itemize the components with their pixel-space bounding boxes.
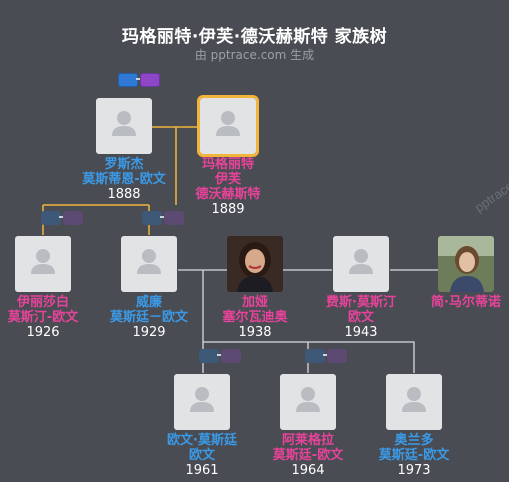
person-year: 1888 (107, 187, 141, 202)
expand-toggle-alacra-icon[interactable] (305, 349, 347, 363)
person-margaret[interactable]: 玛格丽特伊芙德沃赫斯特 1889 (173, 95, 283, 217)
person-silhouette-icon (15, 236, 71, 292)
person-name: 威廉莫斯廷－欧文 (109, 295, 188, 325)
person-jane[interactable]: 简·马尔蒂诺 (411, 236, 509, 310)
person-year: 1938 (238, 325, 272, 340)
person-name: 罗斯杰莫斯蒂恩-欧文 (82, 157, 166, 187)
person-silhouette-icon (386, 374, 442, 430)
person-orlando[interactable]: 奥兰多莫斯廷-欧文 1973 (359, 374, 469, 478)
person-silhouette-icon (280, 374, 336, 430)
person-silhouette-icon (197, 95, 259, 157)
person-gaya[interactable]: 加娅塞尔瓦迪奥 1938 (200, 236, 310, 340)
person-silhouette-icon (121, 236, 177, 292)
page-title: 玛格丽特·伊芙·德沃赫斯特 家族树 (121, 27, 388, 47)
person-silhouette-icon (96, 98, 152, 154)
expand-toggle-william-icon[interactable] (142, 211, 184, 225)
person-name: 费斯·莫斯汀欧文 (326, 295, 396, 325)
person-alacra[interactable]: 阿莱格拉莫斯廷-欧文 1964 (253, 374, 363, 478)
person-year: 1964 (291, 463, 325, 478)
expand-toggle-elizabeth-icon[interactable] (41, 211, 83, 225)
person-fes[interactable]: 费斯·莫斯汀欧文 1943 (306, 236, 416, 340)
person-owen[interactable]: 欧文·莫斯廷欧文 1961 (147, 374, 257, 478)
person-year: 1943 (344, 325, 378, 340)
person-rosjie[interactable]: 罗斯杰莫斯蒂恩-欧文 1888 (69, 98, 179, 202)
person-year: 1929 (132, 325, 166, 340)
person-name: 伊丽莎白莫斯汀-欧文 (7, 295, 79, 325)
person-william[interactable]: 威廉莫斯廷－欧文 1929 (94, 236, 204, 340)
page-subtitle: 由 pptrace.com 生成 (194, 48, 315, 62)
portrait-photo (438, 236, 494, 292)
expand-toggle-owen-icon[interactable] (199, 349, 241, 363)
person-name: 阿莱格拉莫斯廷-欧文 (272, 433, 344, 463)
person-name: 奥兰多莫斯廷-欧文 (378, 433, 450, 463)
person-name: 玛格丽特伊芙德沃赫斯特 (195, 157, 261, 202)
connector-grandparents (42, 126, 200, 235)
person-year: 1926 (26, 325, 60, 340)
expand-toggle-rosjie-icon[interactable] (118, 73, 160, 87)
person-elizabeth[interactable]: 伊丽莎白莫斯汀-欧文 1926 (0, 236, 98, 340)
person-name: 加娅塞尔瓦迪奥 (222, 295, 288, 325)
person-name: 简·马尔蒂诺 (431, 295, 501, 310)
person-silhouette-icon (333, 236, 389, 292)
person-name: 欧文·莫斯廷欧文 (167, 433, 237, 463)
person-year: 1889 (211, 202, 245, 217)
portrait-photo (227, 236, 283, 292)
connector-children (202, 270, 415, 373)
person-silhouette-icon (174, 374, 230, 430)
person-year: 1961 (185, 463, 219, 478)
person-year: 1973 (397, 463, 431, 478)
